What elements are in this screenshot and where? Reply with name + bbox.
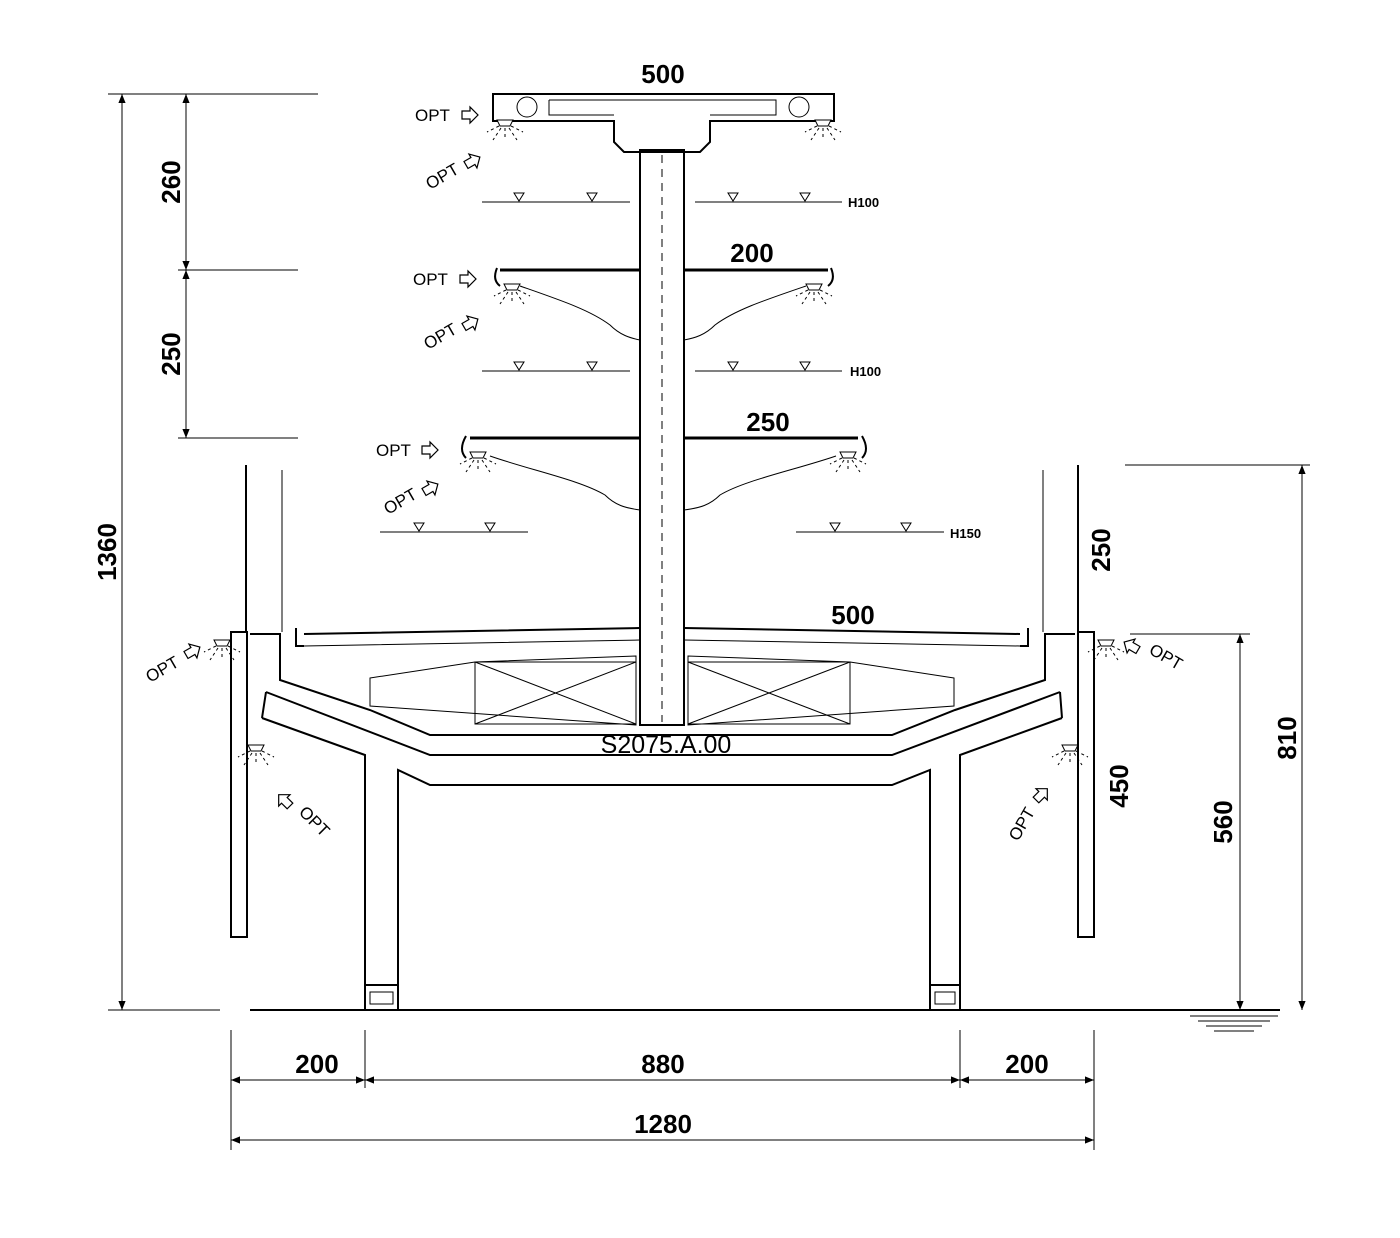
basin: [203, 465, 1125, 1011]
dim-top-shelf-width: 500: [641, 59, 684, 89]
opt-label-2: OPT: [423, 160, 463, 194]
opt-label-10: OPT: [1005, 804, 1039, 844]
opt-label-8: OPT: [1146, 640, 1186, 674]
dimension-lines: [108, 93, 1310, 1150]
dim-bottom-left: 200: [295, 1049, 338, 1079]
dim-right-wall-top: 250: [1086, 528, 1116, 571]
dim-shelf2-width: 200: [730, 238, 773, 268]
shelf-2: [493, 267, 834, 341]
dim-shelf3-width: 250: [746, 407, 789, 437]
level-lower: H150: [950, 526, 981, 541]
opt-label-3: OPT: [413, 270, 448, 289]
shelf-3: [459, 435, 867, 511]
dim-second-gap: 250: [156, 332, 186, 375]
level-upper: H100: [848, 195, 879, 210]
dim-right-total: 810: [1272, 716, 1302, 759]
level-middle: H100: [850, 364, 881, 379]
opt-label-7: OPT: [143, 653, 183, 687]
dim-bottom-total: 1280: [634, 1109, 692, 1139]
level-lines: [380, 192, 944, 533]
dim-bottom-right: 200: [1005, 1049, 1048, 1079]
model-code: S2075.A.00: [601, 731, 732, 759]
ground-symbol: [1190, 1015, 1278, 1032]
opt-label-6: OPT: [381, 485, 421, 519]
dim-top-gap: 260: [156, 160, 186, 203]
opt-label-4: OPT: [421, 320, 461, 354]
dim-bottom-center: 880: [641, 1049, 684, 1079]
dim-total-height: 1360: [92, 523, 122, 581]
opt-label-5: OPT: [376, 441, 411, 460]
dim-basin-width: 500: [831, 600, 874, 630]
opt-label-9: OPT: [295, 802, 333, 840]
central-column: [639, 149, 685, 726]
opt-label-1: OPT: [415, 106, 450, 125]
dim-right-basin-height: 560: [1208, 800, 1238, 843]
top-shelf: [486, 93, 842, 153]
dim-right-wall-lower: 450: [1104, 764, 1134, 807]
